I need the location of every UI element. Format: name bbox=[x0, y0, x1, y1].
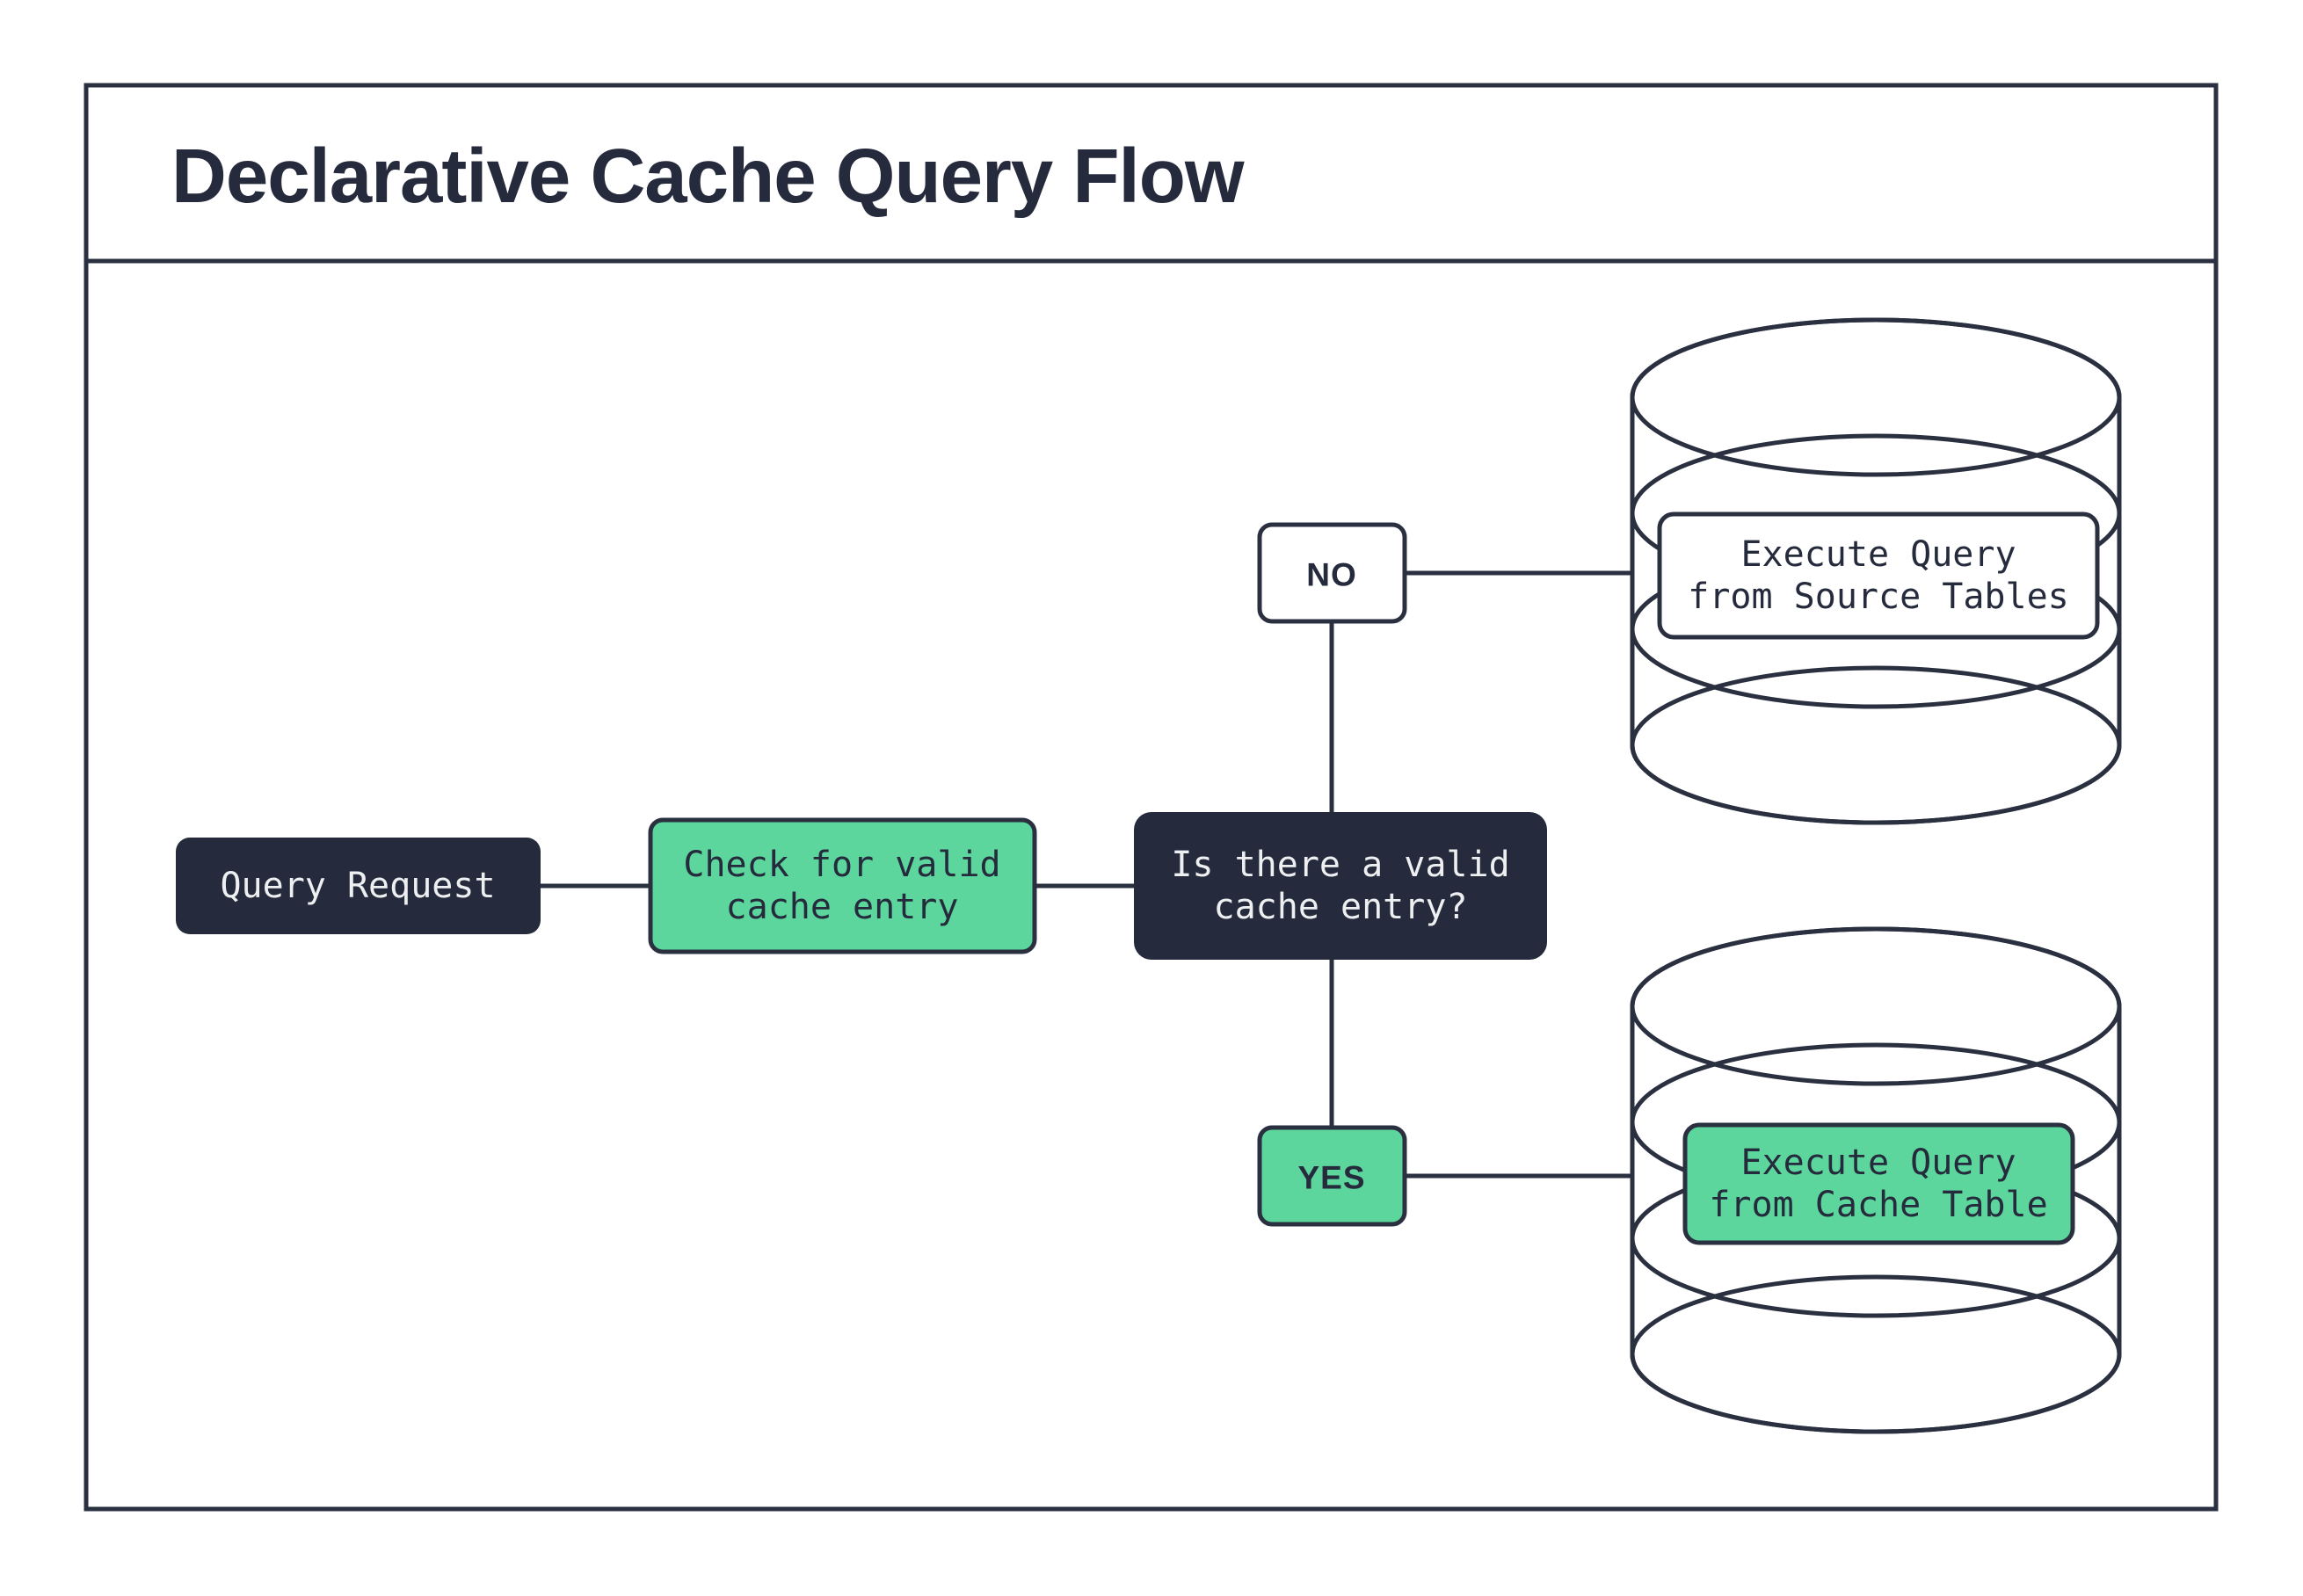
node-branch-no bbox=[1257, 522, 1407, 624]
source-db-action-box bbox=[1657, 511, 2100, 640]
page-title: Declarative Cache Query Flow bbox=[171, 134, 1245, 219]
check-cache-label-line2: cache entry bbox=[726, 887, 959, 927]
cache-db-label-line2: from Cache Table bbox=[1709, 1185, 2047, 1225]
query-request-label: Query Request bbox=[220, 866, 495, 906]
check-cache-label-line1: Check for valid bbox=[683, 845, 1000, 885]
source-database-cylinder bbox=[1630, 317, 2122, 825]
branch-yes-label: YES bbox=[1297, 1160, 1365, 1196]
source-db-label-line1: Execute Query bbox=[1740, 534, 2016, 575]
source-db-ring-4 bbox=[1630, 665, 2122, 825]
cache-db-ring-4 bbox=[1630, 1274, 2122, 1434]
decision-label-line1: Is there a valid bbox=[1171, 845, 1509, 885]
diagram-labels: Declarative Cache Query Flow Query Reque… bbox=[171, 134, 2069, 1225]
branch-no-label: NO bbox=[1306, 557, 1357, 593]
node-branch-yes bbox=[1257, 1125, 1407, 1227]
source-db-ring-1 bbox=[1630, 317, 2122, 477]
node-check-cache bbox=[648, 817, 1037, 954]
decision-label-line2: cache entry? bbox=[1214, 887, 1468, 927]
node-decision bbox=[1134, 812, 1547, 960]
page-frame bbox=[84, 83, 2219, 1512]
node-query-request bbox=[176, 838, 541, 934]
cache-db-label-line1: Execute Query bbox=[1740, 1143, 2016, 1183]
cache-db-ring-1 bbox=[1630, 926, 2122, 1086]
diagram-shapes bbox=[84, 83, 2219, 1512]
cache-db-action-box bbox=[1682, 1122, 2075, 1245]
cache-database-cylinder bbox=[1630, 926, 2122, 1434]
source-db-label-line2: from Source Tables bbox=[1688, 577, 2068, 617]
